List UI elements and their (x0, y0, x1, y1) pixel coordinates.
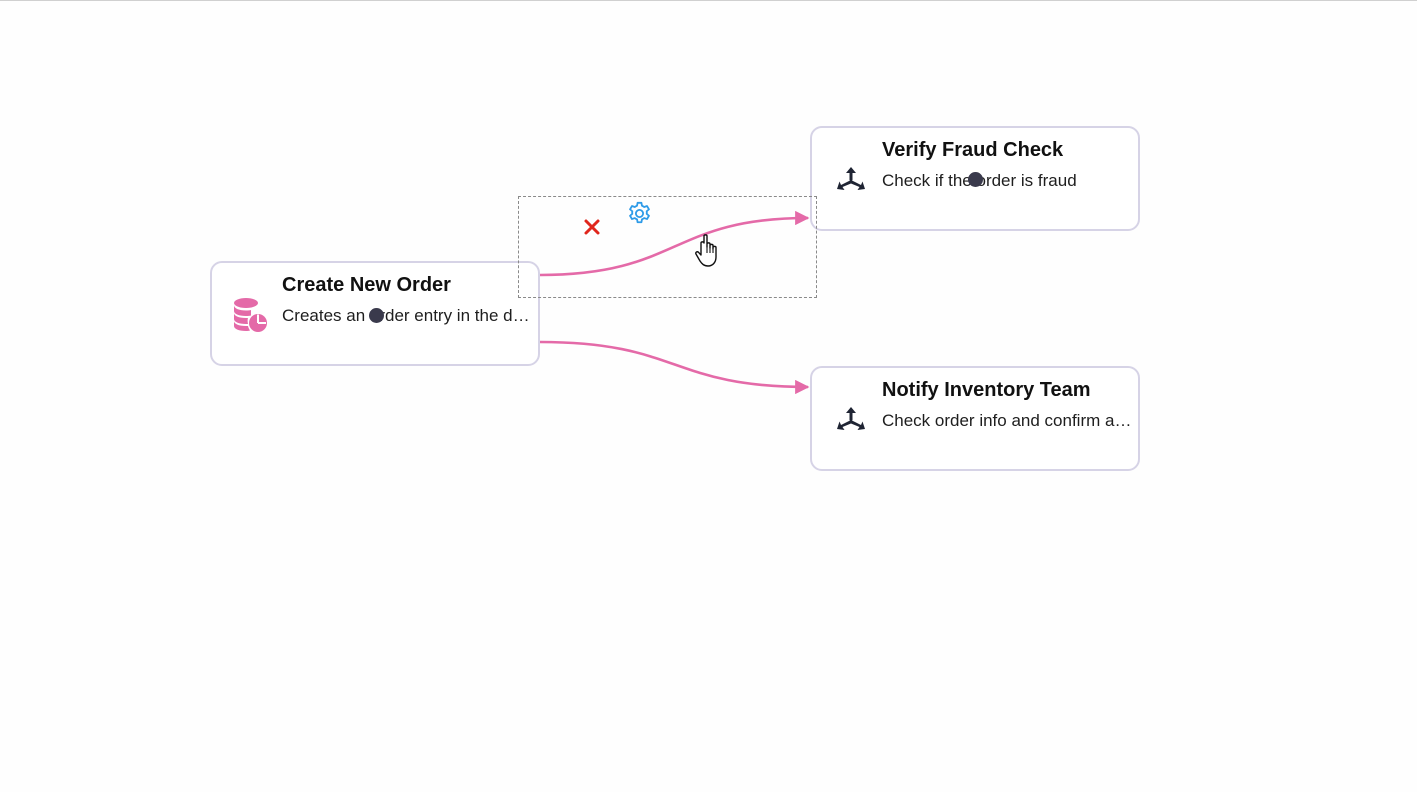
merge-arrows-icon (836, 406, 866, 432)
delete-edge-button[interactable] (580, 215, 604, 239)
edge-settings-button[interactable] (626, 200, 653, 227)
node-title: Verify Fraud Check (882, 139, 1064, 161)
edge-selection-box (518, 196, 817, 298)
database-chart-icon (232, 297, 268, 333)
node-description: Check order info and confirm availabilit… (882, 411, 1132, 430)
hand-pointer-icon (694, 233, 724, 269)
connection-handle[interactable] (369, 308, 384, 323)
gear-icon (629, 201, 650, 224)
connection-handle[interactable] (968, 172, 983, 187)
node-verify-fraud-check[interactable]: Verify Fraud Check Check if the order is… (810, 126, 1140, 231)
node-title: Notify Inventory Team (882, 379, 1091, 401)
merge-arrows-icon (836, 166, 866, 192)
node-title: Create New Order (282, 274, 451, 296)
node-description: Check if the order is fraud (882, 171, 1077, 190)
node-description: Creates an order entry in the database (282, 306, 532, 325)
close-x-icon (584, 219, 600, 235)
edge-create-to-notify[interactable] (539, 340, 810, 395)
node-create-new-order[interactable]: Create New Order Creates an order entry … (210, 261, 540, 366)
node-notify-inventory-team[interactable]: Notify Inventory Team Check order info a… (810, 366, 1140, 471)
